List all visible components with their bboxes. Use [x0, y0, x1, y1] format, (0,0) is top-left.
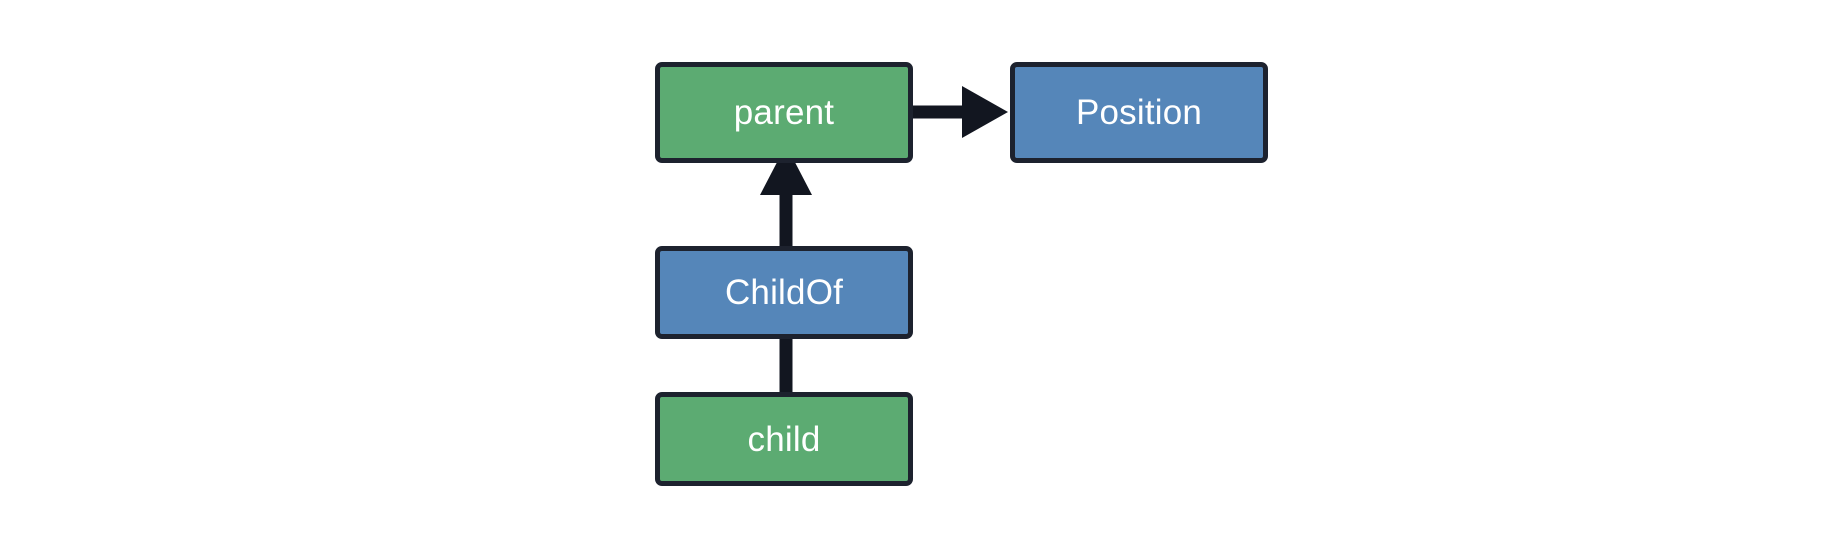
edge-parent-to-position [913, 86, 1008, 138]
node-position-label: Position [1075, 93, 1203, 132]
node-childof[interactable]: ChildOf [655, 246, 913, 339]
arrowhead-right-icon [962, 86, 1008, 138]
node-child-label: child [747, 419, 821, 459]
node-position[interactable]: Position [1010, 62, 1268, 163]
node-childof-label: ChildOf [724, 273, 844, 312]
node-parent-label: parent [733, 93, 835, 132]
node-parent[interactable]: parent [655, 62, 913, 163]
node-child[interactable]: child [655, 392, 913, 486]
